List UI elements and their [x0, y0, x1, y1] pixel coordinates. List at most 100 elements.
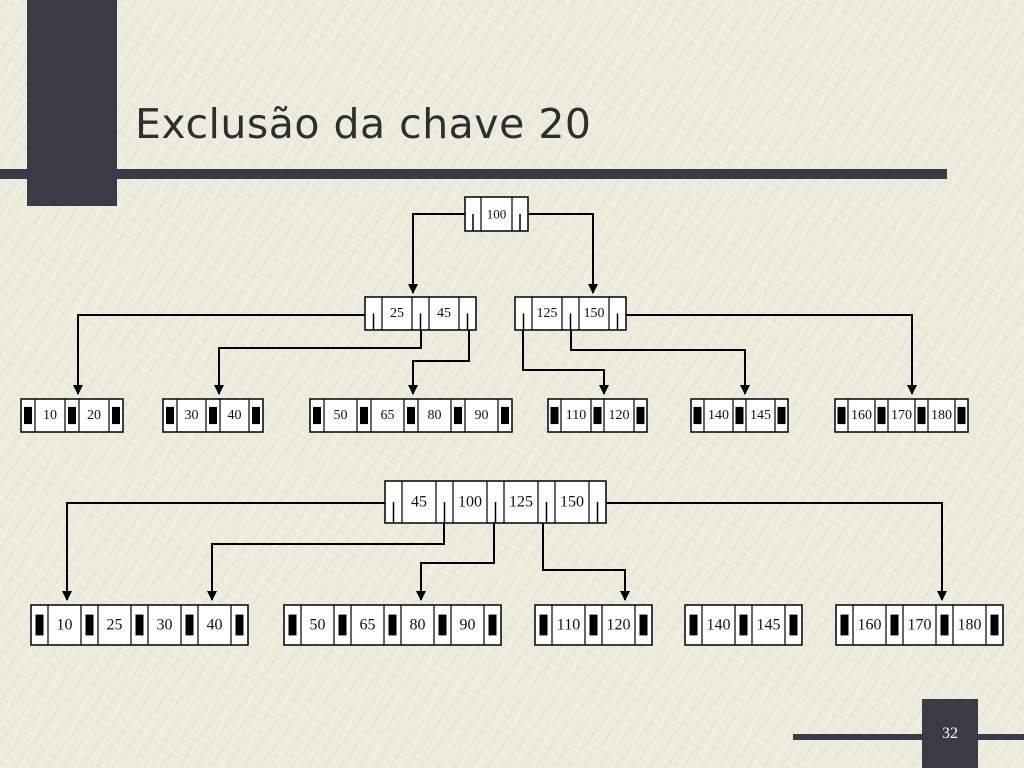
- before-edge-5: [522, 330, 609, 395]
- after-edge-4: [597, 502, 947, 601]
- after-edge-1: [207, 523, 445, 601]
- node-box: [464, 196, 529, 232]
- pointer-marker: [890, 614, 899, 636]
- node-key: 40: [228, 408, 242, 423]
- pointer-marker: [957, 406, 966, 425]
- node-key: 145: [750, 408, 771, 423]
- node-box: [835, 604, 1004, 646]
- node-key: 100: [487, 207, 507, 222]
- node-key: 110: [566, 408, 586, 423]
- pointer-marker: [24, 406, 32, 425]
- pointer-marker: [360, 406, 368, 425]
- before-node-l2-n0: 10 20: [20, 398, 124, 433]
- page-number: 32: [942, 725, 958, 742]
- pointer-marker: [68, 406, 76, 425]
- before-node-l0-n0: 100: [464, 196, 529, 232]
- pointer-marker: [689, 614, 698, 636]
- slide-title: Exclusão da chave 20: [135, 100, 592, 148]
- pointer-marker: [593, 406, 602, 425]
- pointer-marker: [488, 614, 497, 636]
- pointer-marker: [917, 406, 926, 425]
- node-key: 140: [708, 408, 729, 423]
- node-key: 50: [334, 408, 348, 423]
- node-key: 160: [858, 617, 882, 634]
- pointer-marker: [777, 406, 786, 425]
- before-node-l2-n5: 160 170 180: [834, 398, 969, 433]
- pointer-marker: [501, 406, 509, 425]
- pointer-marker: [940, 614, 949, 636]
- node-key: 160: [851, 408, 872, 423]
- before-edge-1: [520, 213, 598, 294]
- before-node-l2-n3: 110 120: [547, 398, 648, 433]
- pointer-marker: [166, 406, 174, 425]
- node-key: 80: [410, 617, 426, 634]
- node-key: 10: [43, 408, 57, 423]
- pointer-marker: [840, 614, 849, 636]
- before-edge-6: [570, 330, 750, 395]
- node-key: 50: [310, 617, 326, 634]
- pointer-marker: [338, 614, 347, 636]
- after-node-l1-n4: 160 170 180: [835, 604, 1004, 646]
- node-key: 170: [908, 617, 932, 634]
- before-node-l2-n2: 50 65 80 90: [309, 398, 513, 433]
- node-key: 10: [57, 617, 73, 634]
- pointer-marker: [639, 614, 648, 636]
- pointer-marker: [235, 614, 244, 636]
- node-key: 80: [428, 408, 442, 423]
- after-edge-0: [62, 502, 394, 601]
- pointer-marker: [185, 614, 194, 636]
- before-node-l2-n4: 140 145: [690, 398, 789, 433]
- pointer-marker: [735, 406, 744, 425]
- node-box: [834, 398, 969, 433]
- pointer-marker: [252, 406, 260, 425]
- before-edge-7: [620, 314, 917, 395]
- pointer-marker: [739, 614, 748, 636]
- node-key: 120: [609, 408, 630, 423]
- footer-line: [793, 734, 1024, 740]
- node-key: 170: [891, 408, 912, 423]
- pointer-marker: [877, 406, 886, 425]
- node-key: 65: [381, 408, 395, 423]
- pointer-marker: [407, 406, 415, 425]
- pointer-marker: [388, 614, 397, 636]
- node-key: 125: [509, 494, 533, 511]
- node-key: 90: [460, 617, 476, 634]
- node-key: 150: [560, 494, 584, 511]
- node-box: [283, 604, 502, 646]
- pointer-marker: [550, 406, 559, 425]
- node-key: 45: [411, 494, 427, 511]
- node-key: 40: [207, 617, 223, 634]
- node-key: 45: [437, 306, 451, 321]
- node-key: 25: [107, 617, 123, 634]
- pointer-marker: [35, 614, 44, 636]
- title-underline-bar: [0, 169, 947, 179]
- before-edge-2: [73, 314, 373, 395]
- node-key: 30: [185, 408, 199, 423]
- node-key: 150: [584, 306, 605, 321]
- node-key: 180: [931, 408, 952, 423]
- pointer-marker: [85, 614, 94, 636]
- pointer-marker: [288, 614, 297, 636]
- pointer-marker: [636, 406, 645, 425]
- pointer-marker: [990, 614, 999, 636]
- pointer-marker: [438, 614, 447, 636]
- node-key: 120: [607, 617, 631, 634]
- node-key: 90: [475, 408, 489, 423]
- after-node-l0-n0: 45 100 125 150: [384, 480, 607, 524]
- node-key: 140: [707, 617, 731, 634]
- node-key: 180: [958, 617, 982, 634]
- before-edge-3: [214, 330, 422, 395]
- node-key: 20: [87, 408, 101, 423]
- pointer-marker: [313, 406, 321, 425]
- after-edge-3: [542, 523, 630, 601]
- node-key: 100: [458, 494, 482, 511]
- pointer-marker: [112, 406, 120, 425]
- pointer-marker: [589, 614, 598, 636]
